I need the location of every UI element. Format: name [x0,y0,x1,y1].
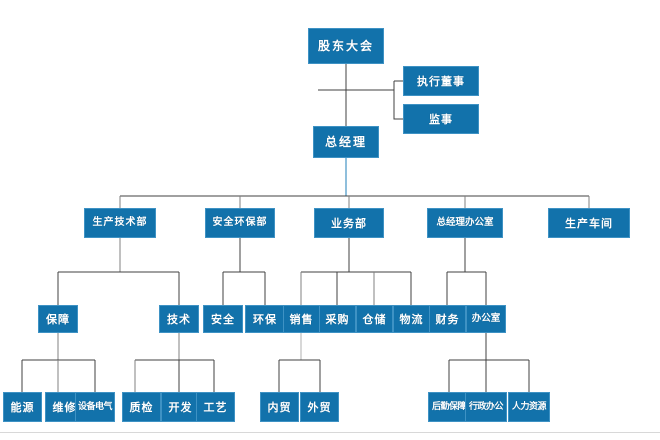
org-node-label: 维修 [52,400,77,414]
org-node-n12[interactable]: 安全 [203,305,243,333]
org-node-n9[interactable]: 生产车间 [548,208,630,238]
org-node-label: 办公室 [471,313,501,325]
org-node-label: 采购 [325,312,350,326]
org-node-label: 总经理办公室 [436,217,494,229]
org-node-n15[interactable]: 采购 [319,305,356,333]
connector-directors-drop [393,81,403,120]
org-node-n14[interactable]: 销售 [283,305,320,333]
org-node-label: 安全环保部 [212,217,268,228]
org-node-n22[interactable]: 设备电气 [75,392,115,422]
org-node-n20[interactable]: 能源 [3,392,42,422]
org-node-n25[interactable]: 工艺 [196,392,235,422]
org-node-n28[interactable]: 后勤保障 [428,392,470,422]
org-node-n7[interactable]: 业务部 [314,208,384,238]
org-node-label: 业务部 [331,216,367,230]
org-node-label: 设备电气 [77,401,113,412]
org-node-n23[interactable]: 质检 [122,392,161,422]
org-node-n13[interactable]: 环保 [245,305,285,333]
org-node-label: 监事 [429,112,453,126]
org-node-n6[interactable]: 安全环保部 [205,208,275,238]
org-node-label: 执行董事 [417,74,465,88]
org-node-n24[interactable]: 开发 [161,392,200,422]
org-node-label: 人力资源 [511,401,547,412]
org-node-label: 股东大会 [317,39,374,53]
org-node-n29[interactable]: 行政办公 [465,392,507,422]
org-node-label: 仓储 [362,312,387,326]
org-node-label: 安全 [211,312,235,326]
org-node-label: 行政办公 [468,401,504,412]
org-node-label: 开发 [168,400,193,414]
org-node-n27[interactable]: 外贸 [300,392,339,422]
org-node-n16[interactable]: 仓储 [356,305,393,333]
org-node-label: 外贸 [307,400,332,414]
org-node-n26[interactable]: 内贸 [260,392,299,422]
org-node-n11[interactable]: 技术 [159,305,199,333]
org-node-label: 销售 [289,312,314,326]
footer-divider [0,432,660,433]
org-node-n18[interactable]: 财务 [429,305,466,333]
org-node-n10[interactable]: 保障 [38,305,78,333]
org-node-label: 内贸 [267,400,292,414]
org-node-label: 总经理 [324,135,367,149]
org-node-label: 工艺 [203,400,228,414]
org-node-label: 物流 [399,312,424,326]
org-node-label: 后勤保障 [431,401,467,412]
org-node-label: 保障 [46,312,70,326]
org-node-label: 生产车间 [565,216,613,230]
org-node-label: 技术 [167,312,191,326]
org-node-n4[interactable]: 总经理 [313,126,379,158]
org-node-label: 质检 [129,400,154,414]
org-node-n30[interactable]: 人力资源 [508,392,550,422]
org-node-n17[interactable]: 物流 [393,305,430,333]
org-node-label: 财务 [435,312,460,326]
org-node-n5[interactable]: 生产技术部 [84,208,156,238]
org-node-n19[interactable]: 办公室 [466,305,506,333]
org-node-label: 生产技术部 [92,217,148,228]
org-node-n3[interactable]: 监事 [403,104,479,134]
org-node-n8[interactable]: 总经理办公室 [427,208,503,238]
org-node-label: 环保 [253,312,277,326]
org-node-n2[interactable]: 执行董事 [403,66,479,96]
org-node-n1[interactable]: 股东大会 [308,28,384,64]
org-node-label: 能源 [10,400,35,414]
